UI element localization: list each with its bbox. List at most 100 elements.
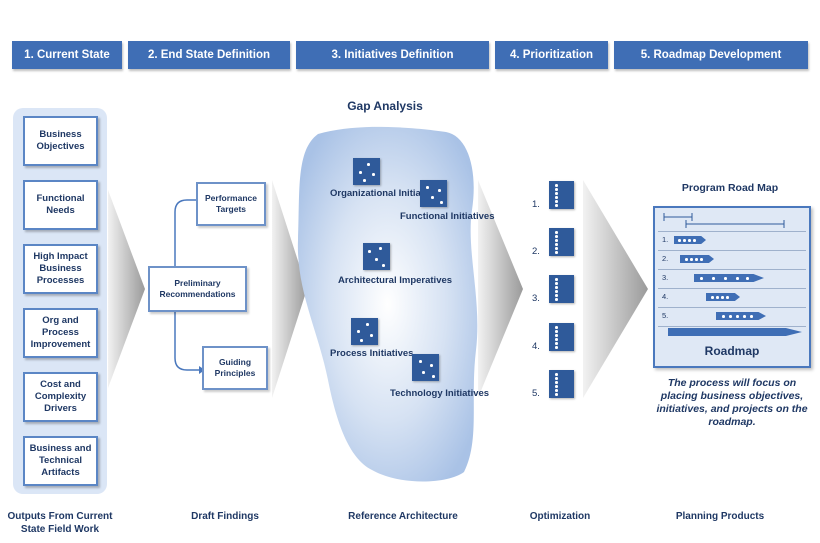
functional-initiatives-icon bbox=[420, 180, 447, 207]
optimization-dot bbox=[555, 342, 558, 345]
optimization-item-3 bbox=[549, 275, 574, 303]
guiding-principles-box: Guiding Principles bbox=[202, 346, 268, 390]
optimization-dot bbox=[555, 294, 558, 297]
optimization-dot bbox=[555, 278, 558, 281]
roadmap-timeline bbox=[663, 213, 785, 228]
optimization-number-1: 1. bbox=[532, 199, 540, 210]
phase-end-state-definition: 2. End State Definition bbox=[128, 41, 290, 69]
optimization-dot bbox=[555, 235, 558, 238]
optimization-number-3: 3. bbox=[532, 293, 540, 304]
arrow-2 bbox=[272, 180, 307, 398]
connector-to-guiding bbox=[174, 310, 199, 371]
optimization-dot bbox=[555, 338, 558, 341]
organizational-initiatives-label: Organizational Initiatives bbox=[330, 188, 443, 199]
label-optimization: Optimization bbox=[529, 511, 591, 522]
optimization-dot bbox=[555, 381, 558, 384]
roadmap-row-3: 3. bbox=[658, 269, 806, 289]
label-planning-products: Planning Products bbox=[675, 511, 765, 522]
phase-roadmap-development: 5. Roadmap Development bbox=[614, 41, 808, 69]
optimization-item-5 bbox=[549, 370, 574, 398]
optimization-dot bbox=[555, 200, 558, 203]
optimization-dot bbox=[555, 346, 558, 349]
organizational-initiatives-icon bbox=[353, 158, 380, 185]
label-draft-findings: Draft Findings bbox=[191, 511, 259, 522]
optimization-item-2 bbox=[549, 228, 574, 256]
optimization-number-2: 2. bbox=[532, 246, 540, 257]
phase-prioritization: 4. Prioritization bbox=[495, 41, 608, 69]
phase-initiatives-definition: 3. Initiatives Definition bbox=[296, 41, 489, 69]
optimization-dot bbox=[555, 204, 558, 207]
optimization-dot bbox=[555, 184, 558, 187]
optimization-dot bbox=[555, 385, 558, 388]
roadmap-row-1: 1. bbox=[658, 231, 806, 251]
roadmap-bar bbox=[674, 236, 706, 244]
optimization-dot bbox=[555, 389, 558, 392]
optimization-dot bbox=[555, 334, 558, 337]
gap-analysis-title: Gap Analysis bbox=[347, 99, 423, 113]
roadmap-row-number: 5. bbox=[662, 311, 669, 320]
optimization-dot bbox=[555, 188, 558, 191]
cost-and-complexity-drivers-box: Cost and Complexity Drivers bbox=[23, 372, 98, 422]
roadmap-row-number: 3. bbox=[662, 273, 669, 282]
optimization-dot bbox=[555, 239, 558, 242]
program-road-map-title: Program Road Map bbox=[681, 182, 779, 194]
optimization-item-4 bbox=[549, 323, 574, 351]
roadmap-row-number: 4. bbox=[662, 292, 669, 301]
roadmap-bar bbox=[680, 255, 714, 263]
optimization-dot bbox=[555, 326, 558, 329]
roadmap-caption: Roadmap bbox=[704, 344, 760, 358]
optimization-dot bbox=[555, 286, 558, 289]
architectural-imperatives-icon bbox=[363, 243, 390, 270]
functional-initiatives-label: Functional Initiatives bbox=[400, 211, 495, 222]
arrow-3 bbox=[478, 180, 523, 398]
roadmap-bar bbox=[716, 312, 766, 320]
arrow-1 bbox=[108, 190, 145, 388]
roadmap-row-number: 2. bbox=[662, 254, 669, 263]
roadmap-row-4: 4. bbox=[658, 288, 806, 308]
optimization-dot bbox=[555, 373, 558, 376]
optimization-item-1 bbox=[549, 181, 574, 209]
roadmap-timeline-row bbox=[658, 211, 806, 232]
process-initiatives-icon bbox=[351, 318, 378, 345]
roadmap-row-2: 2. bbox=[658, 250, 806, 270]
arrow-4 bbox=[583, 180, 648, 398]
preliminary-recommendations-box: Preliminary Recommendations bbox=[148, 266, 247, 312]
optimization-dot bbox=[555, 282, 558, 285]
optimization-dot bbox=[555, 298, 558, 301]
optimization-dot bbox=[555, 377, 558, 380]
technology-initiatives-label: Technology Initiatives bbox=[390, 388, 490, 399]
phase-current-state: 1. Current State bbox=[12, 41, 122, 69]
business-and-technical-artifacts-box: Business and Technical Artifacts bbox=[23, 436, 98, 486]
performance-targets-box: Performance Targets bbox=[196, 182, 266, 226]
label-reference-architecture: Reference Architecture bbox=[348, 511, 458, 522]
optimization-dot bbox=[555, 251, 558, 254]
optimization-dot bbox=[555, 192, 558, 195]
optimization-dot bbox=[555, 243, 558, 246]
high-impact-business-processes-box: High Impact Business Processes bbox=[23, 244, 98, 294]
optimization-dot bbox=[555, 231, 558, 234]
architectural-imperatives-label: Architectural Imperatives bbox=[338, 275, 453, 286]
business-objectives-box: Business Objectives bbox=[23, 116, 98, 166]
roadmap-row-number: 1. bbox=[662, 235, 669, 244]
roadmap-row-5: 5. bbox=[658, 307, 806, 327]
process-initiatives-label: Process Initiatives bbox=[330, 348, 414, 359]
optimization-dot bbox=[555, 330, 558, 333]
optimization-dot bbox=[555, 290, 558, 293]
org-and-process-improvement-box: Org and Process Improvement bbox=[23, 308, 98, 358]
roadmap-description: The process will focus on placing busine… bbox=[656, 377, 808, 428]
optimization-dot bbox=[555, 196, 558, 199]
roadmap-chart bbox=[653, 206, 811, 368]
functional-needs-box: Functional Needs bbox=[23, 180, 98, 230]
optimization-dot bbox=[555, 247, 558, 250]
technology-initiatives-icon bbox=[412, 354, 439, 381]
optimization-number-5: 5. bbox=[532, 388, 540, 399]
roadmap-bar bbox=[694, 274, 764, 282]
roadmap-summary-bar bbox=[668, 328, 802, 336]
optimization-dot bbox=[555, 393, 558, 396]
connector-to-performance bbox=[174, 199, 197, 268]
gap-analysis-blob bbox=[297, 126, 478, 482]
current-state-panel bbox=[13, 108, 107, 494]
label-outputs-current-state: Outputs From Current State Field Work bbox=[7, 511, 113, 535]
roadmap-bar bbox=[706, 293, 740, 301]
